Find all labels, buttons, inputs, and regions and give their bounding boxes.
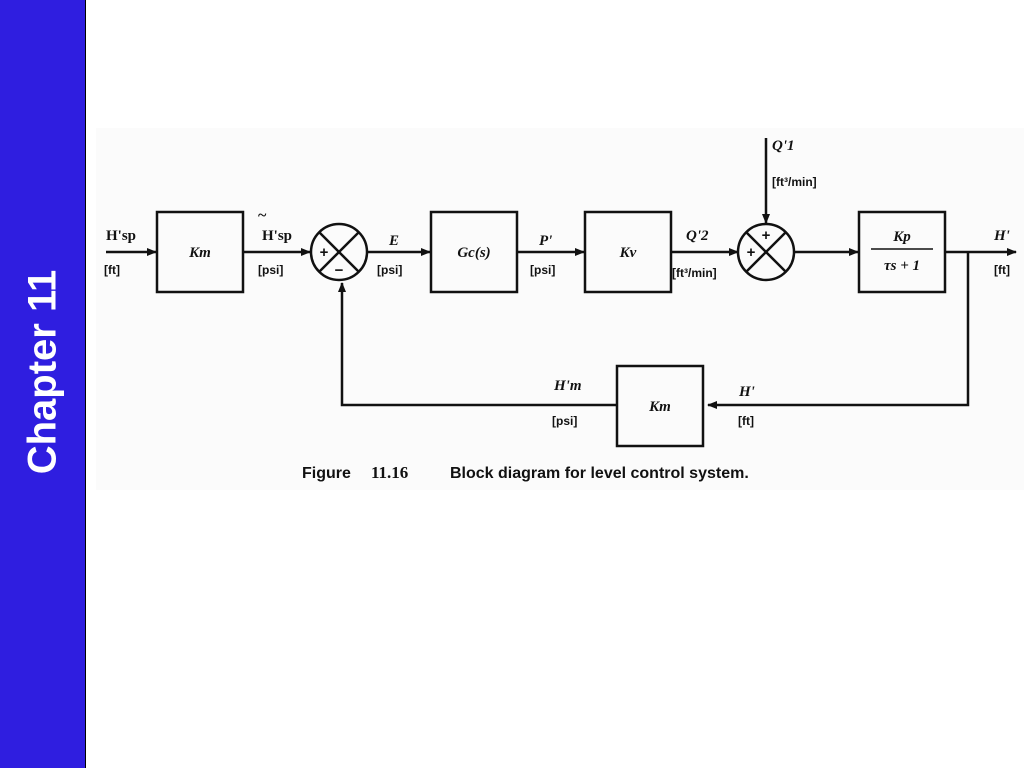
h-feedback-unit: [ft] [738,414,754,428]
chapter-sidebar: Chapter 11 [0,0,86,768]
chapter-label: Chapter 11 [20,269,65,475]
hm-unit: [psi] [552,414,577,428]
q2-unit: [ft³/min] [672,266,717,280]
signal-labels: H'sp [ft] ~ H'sp [psi] E [psi] P' [psi] … [104,138,1010,428]
figure-caption: Figure 11.16 Block diagram for level con… [302,463,749,482]
hsp-in-unit: [ft] [104,263,120,277]
block-km-feedback: Km [615,364,705,448]
hsp-in-label: H'sp [106,228,136,244]
sum2-plus-top-sign: + [762,227,771,244]
hm-label: H'm [553,378,582,394]
q2-label: Q'2 [686,228,709,244]
e-unit: [psi] [377,263,402,277]
h-feedback-label: H' [738,384,755,400]
km-forward-label: Km [188,245,211,261]
p-unit: [psi] [530,263,555,277]
sum1-plus-sign: + [320,244,329,261]
tilde-mark: ~ [258,207,267,224]
p-label: P' [539,233,552,249]
h-out-unit: [ft] [994,263,1010,277]
line-feedback-h [707,252,970,409]
hsp-tilde-label: H'sp [262,228,292,244]
line-feedback-hm [338,282,616,407]
hsp-tilde-unit: [psi] [258,263,283,277]
sum1-minus-sign: − [335,262,344,279]
e-label: E [388,233,399,249]
signal-lines [106,138,1017,409]
process-numerator: Kp [892,229,911,245]
caption-text: Block diagram for level control system. [450,465,749,482]
figure-panel: Km Gc(s) Kv Kp τs + 1 Km + − + + H'sp [f… [96,128,1024,490]
sum2-plus-left-sign: + [747,244,756,261]
summing-junction-2: + + [736,222,796,282]
process-denominator: τs + 1 [884,258,920,274]
caption-prefix: Figure [302,465,351,482]
block-process: Kp τs + 1 [857,210,947,294]
block-km-forward: Km [155,210,245,294]
block-diagram: Km Gc(s) Kv Kp τs + 1 Km + − + + H'sp [f… [104,138,1017,482]
q1-unit: [ft³/min] [772,175,817,189]
km-feedback-label: Km [648,399,671,415]
kv-label: Kv [619,245,637,261]
q1-label: Q'1 [772,138,795,154]
block-gc: Gc(s) [429,210,519,294]
block-kv: Kv [583,210,673,294]
gc-label: Gc(s) [457,245,490,261]
caption-number: 11.16 [371,463,408,482]
h-out-label: H' [993,228,1010,244]
summing-junction-1: + − [309,222,369,282]
